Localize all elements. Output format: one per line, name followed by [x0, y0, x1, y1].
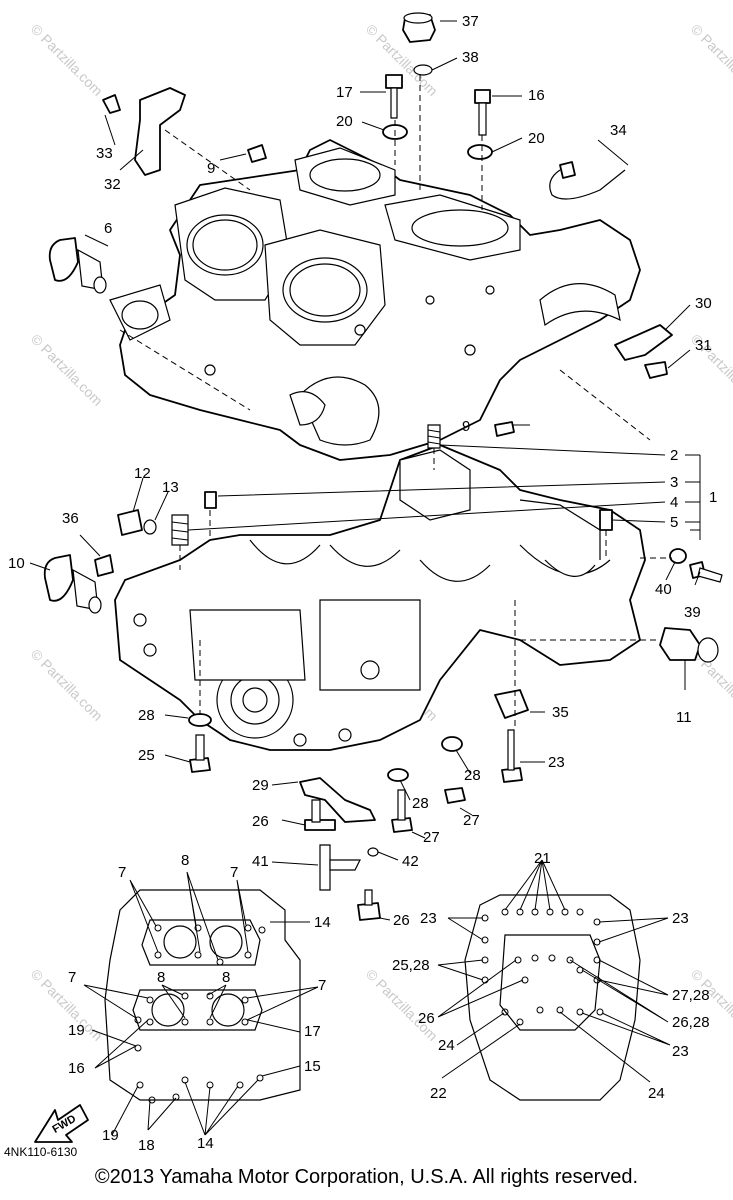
watermark: © Partzilla.com	[28, 646, 106, 724]
callout: 14	[197, 1135, 214, 1152]
callout: 17	[336, 84, 353, 101]
callout: 23	[672, 910, 689, 927]
callout: 16	[528, 87, 545, 104]
callout: 8	[222, 969, 230, 986]
callout: 33	[96, 145, 113, 162]
callout: 4	[670, 494, 678, 511]
callout: 26,28	[672, 1014, 710, 1031]
detail-upper-bolt-map	[104, 889, 301, 1104]
callout: 39	[684, 604, 701, 621]
callout: 20	[528, 130, 545, 147]
callout: 5	[670, 514, 678, 531]
callout: 29	[252, 777, 269, 794]
callout: 13	[162, 479, 179, 496]
callout: 19	[68, 1022, 85, 1039]
callout: 24	[648, 1085, 665, 1102]
callout: 18	[138, 1137, 155, 1154]
callout: 28	[464, 767, 481, 784]
callout: 26	[393, 912, 410, 929]
callout: 11	[676, 709, 692, 726]
callout: 1	[709, 489, 717, 506]
callout: 8	[157, 969, 165, 986]
callout: 27	[463, 812, 480, 829]
callout: 30	[695, 295, 712, 312]
callout: 38	[462, 49, 479, 66]
watermark: © Partzilla.com	[28, 331, 106, 409]
forward-arrow-icon: FWD	[34, 1104, 89, 1143]
callout: 27	[423, 829, 440, 846]
callout: 25,28	[392, 957, 430, 974]
callout: 23	[548, 754, 565, 771]
watermark: © Partzilla.com	[363, 966, 441, 1044]
callout: 21	[534, 850, 551, 867]
watermark: © Partzilla.com	[28, 966, 106, 1044]
upper-callouts: 37 38 17 16 20 20 33 32 9 34 6 30 31 9 2…	[8, 13, 717, 929]
callout: 9	[462, 418, 470, 435]
detail-lower-bolt-map	[464, 894, 641, 1101]
callout: 7	[230, 864, 238, 881]
callout: 16	[68, 1060, 85, 1077]
callout: 27,28	[672, 987, 710, 1004]
callout: 2	[670, 447, 678, 464]
callout: 28	[412, 795, 429, 812]
callout: 6	[104, 220, 112, 237]
callout: 28	[138, 707, 155, 724]
callout: 12	[134, 465, 151, 482]
detail-b-callouts: 21 23 23 25,28 27,28 26 26,28 24 23 22 2…	[392, 850, 710, 1102]
callout: 19	[102, 1127, 119, 1144]
callout: 3	[670, 474, 678, 491]
callout: 37	[462, 13, 479, 30]
callout: 42	[402, 853, 419, 870]
callout: 7	[118, 864, 126, 881]
callout: 20	[336, 113, 353, 130]
drawing-code: 4NK110-6130	[4, 1145, 78, 1159]
upper-crankcase	[109, 139, 641, 461]
callout: 25	[138, 747, 155, 764]
callout: 9	[207, 160, 215, 177]
callout: 35	[552, 704, 569, 721]
callout: 10	[8, 555, 25, 572]
callout: 22	[430, 1085, 447, 1102]
callout: 23	[420, 910, 437, 927]
callout: 31	[695, 337, 712, 354]
callout: 36	[62, 510, 79, 527]
callout: 32	[104, 176, 121, 193]
callout: 40	[655, 581, 672, 598]
leader-lines	[29, 20, 701, 1136]
watermark: © Partzilla.com	[688, 966, 733, 1044]
callout: 24	[438, 1037, 455, 1054]
watermark: © Partzilla.com	[28, 21, 106, 99]
detail-a-callouts: 7 8 7 14 7 8 8 7 19 17 16 15 19 18 14	[68, 852, 331, 1154]
lower-crankcase	[114, 444, 646, 751]
callout: 8	[181, 852, 189, 869]
callout: 23	[672, 1043, 689, 1060]
small-parts	[43, 12, 723, 921]
callout: 26	[418, 1010, 435, 1027]
callout: 34	[610, 122, 627, 139]
callout: 14	[314, 914, 331, 931]
copyright-notice: ©2013 Yamaha Motor Corporation, U.S.A. A…	[94, 1166, 639, 1188]
callout: 15	[304, 1058, 321, 1075]
callout: 41	[252, 853, 269, 870]
callout: 17	[304, 1023, 321, 1040]
callout: 7	[318, 977, 326, 994]
callout: 26	[252, 813, 269, 830]
callout: 7	[68, 969, 76, 986]
watermark: © Partzilla.com	[688, 21, 733, 99]
